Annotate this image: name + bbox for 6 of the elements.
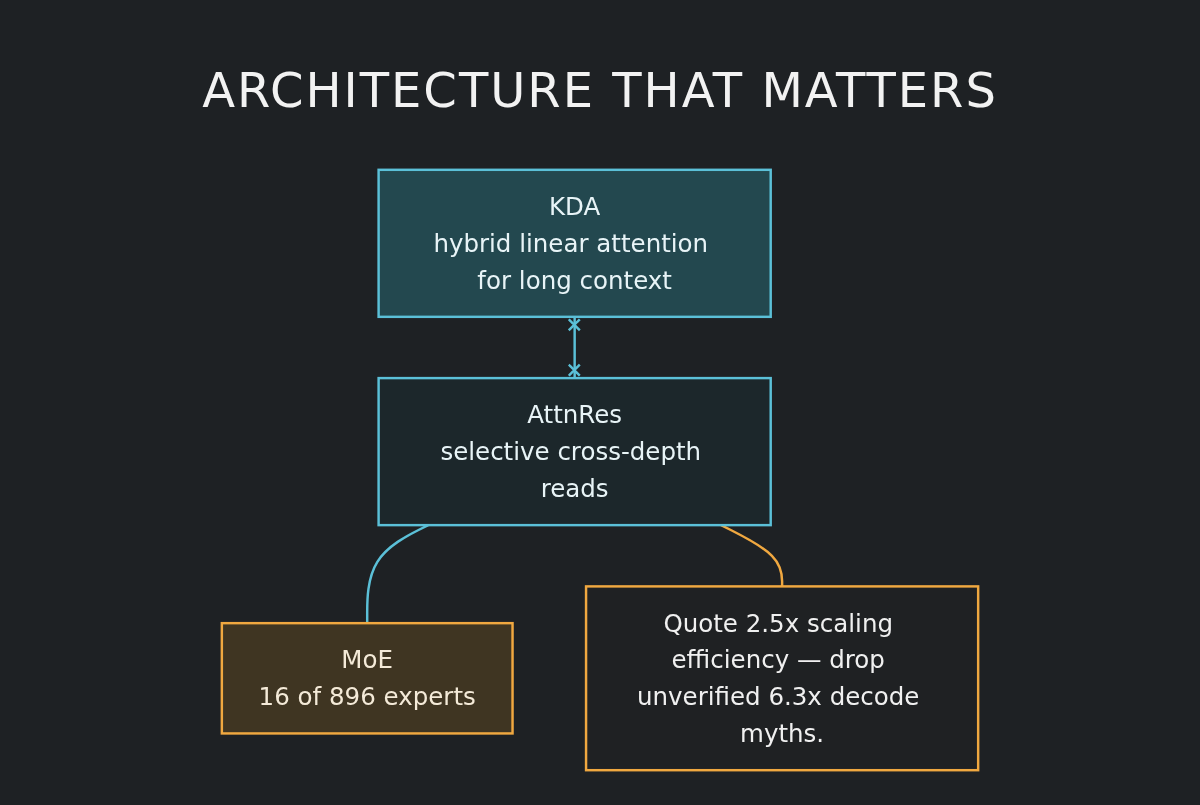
node-box: KDA hybrid linear attention for long context: [377, 168, 772, 319]
diagram-title: ARCHITECTURE THAT MATTERS: [201, 61, 999, 118]
node-box: Quote 2.5x scaling efficiency — drop unverified 6.3x decode myths.: [584, 585, 980, 772]
node-box: AttnRes selective cross-depth reads: [377, 376, 772, 527]
node-box: MoE 16 of 896 experts: [220, 621, 514, 735]
connector: [567, 316, 581, 379]
